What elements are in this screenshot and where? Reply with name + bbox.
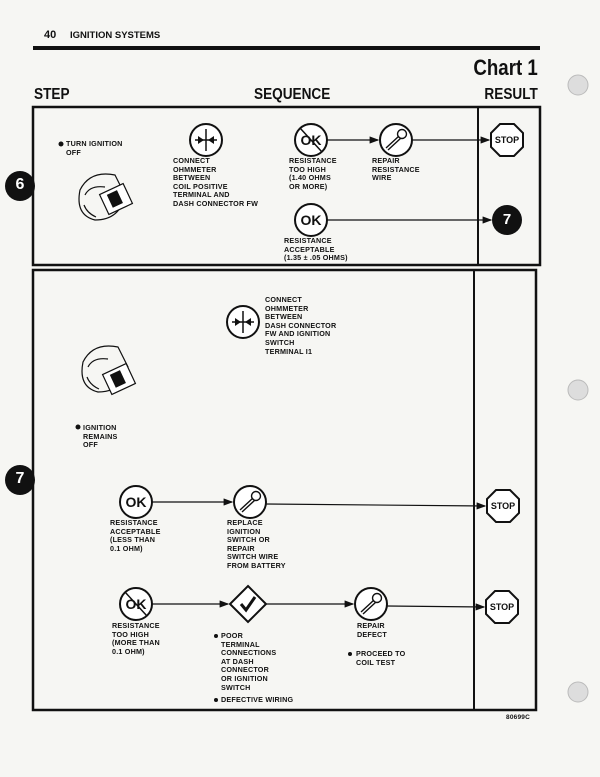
stop-icon: STOP <box>489 602 515 612</box>
step7-replace-text: REPLACE IGNITION SWITCH OR REPAIR SWITCH… <box>227 518 286 570</box>
stop-icon: STOP <box>490 501 516 511</box>
chart-title: Chart 1 <box>473 55 538 80</box>
ok-icon: OK <box>125 494 147 510</box>
figure-code: 80699C <box>506 714 530 721</box>
page-number: 40 <box>44 29 57 41</box>
step7-acceptable-text: RESISTANCE ACCEPTABLE (LESS THAN 0.1 OHM… <box>110 518 161 553</box>
step7-repair-text: REPAIR DEFECT <box>357 621 387 639</box>
step6-instruction: TURN IGNITION OFF <box>66 139 123 157</box>
step7-instruction: IGNITION REMAINS OFF <box>83 423 118 450</box>
cause-item: POOR TERMINAL CONNECTIONS AT DASH CONNEC… <box>221 631 277 692</box>
stop-icon: STOP <box>494 135 520 145</box>
ok-icon: OK <box>300 212 322 228</box>
step7-followup-text: PROCEED TO COIL TEST <box>356 649 406 667</box>
step-7-badge: 7 <box>15 470 25 487</box>
not-ok-icon: OK <box>125 596 147 612</box>
column-step: STEP <box>34 86 70 103</box>
step-6-badge: 6 <box>15 176 25 193</box>
step6-too-high-text: RESISTANCE TOO HIGH (1.40 OHMS OR MORE) <box>289 156 337 191</box>
section-title: IGNITION SYSTEMS <box>70 30 161 41</box>
next-step-badge: 7 <box>502 211 512 228</box>
cause-item: DEFECTIVE WIRING <box>221 695 294 704</box>
step7-connect-text: CONNECT OHMMETER BETWEEN DASH CONNECTOR … <box>265 295 337 356</box>
not-ok-icon: OK <box>300 132 322 148</box>
checkmark-diamond-icon <box>230 586 266 622</box>
connect-ohmmeter-icon <box>190 124 222 156</box>
wrench-icon <box>380 124 412 156</box>
step7-too-high-text: RESISTANCE TOO HIGH (MORE THAN 0.1 OHM) <box>112 621 160 656</box>
column-sequence: SEQUENCE <box>254 86 331 103</box>
step6-acceptable-text: RESISTANCE ACCEPTABLE (1.35 ± .05 OHMS) <box>284 236 348 263</box>
step6-connect-text: CONNECT OHMMETER BETWEEN COIL POSITIVE T… <box>173 156 259 208</box>
step6-repair-text: REPAIR RESISTANCE WIRE <box>372 156 420 183</box>
ignition-key-illustration <box>78 173 137 396</box>
column-result: RESULT <box>484 86 538 103</box>
